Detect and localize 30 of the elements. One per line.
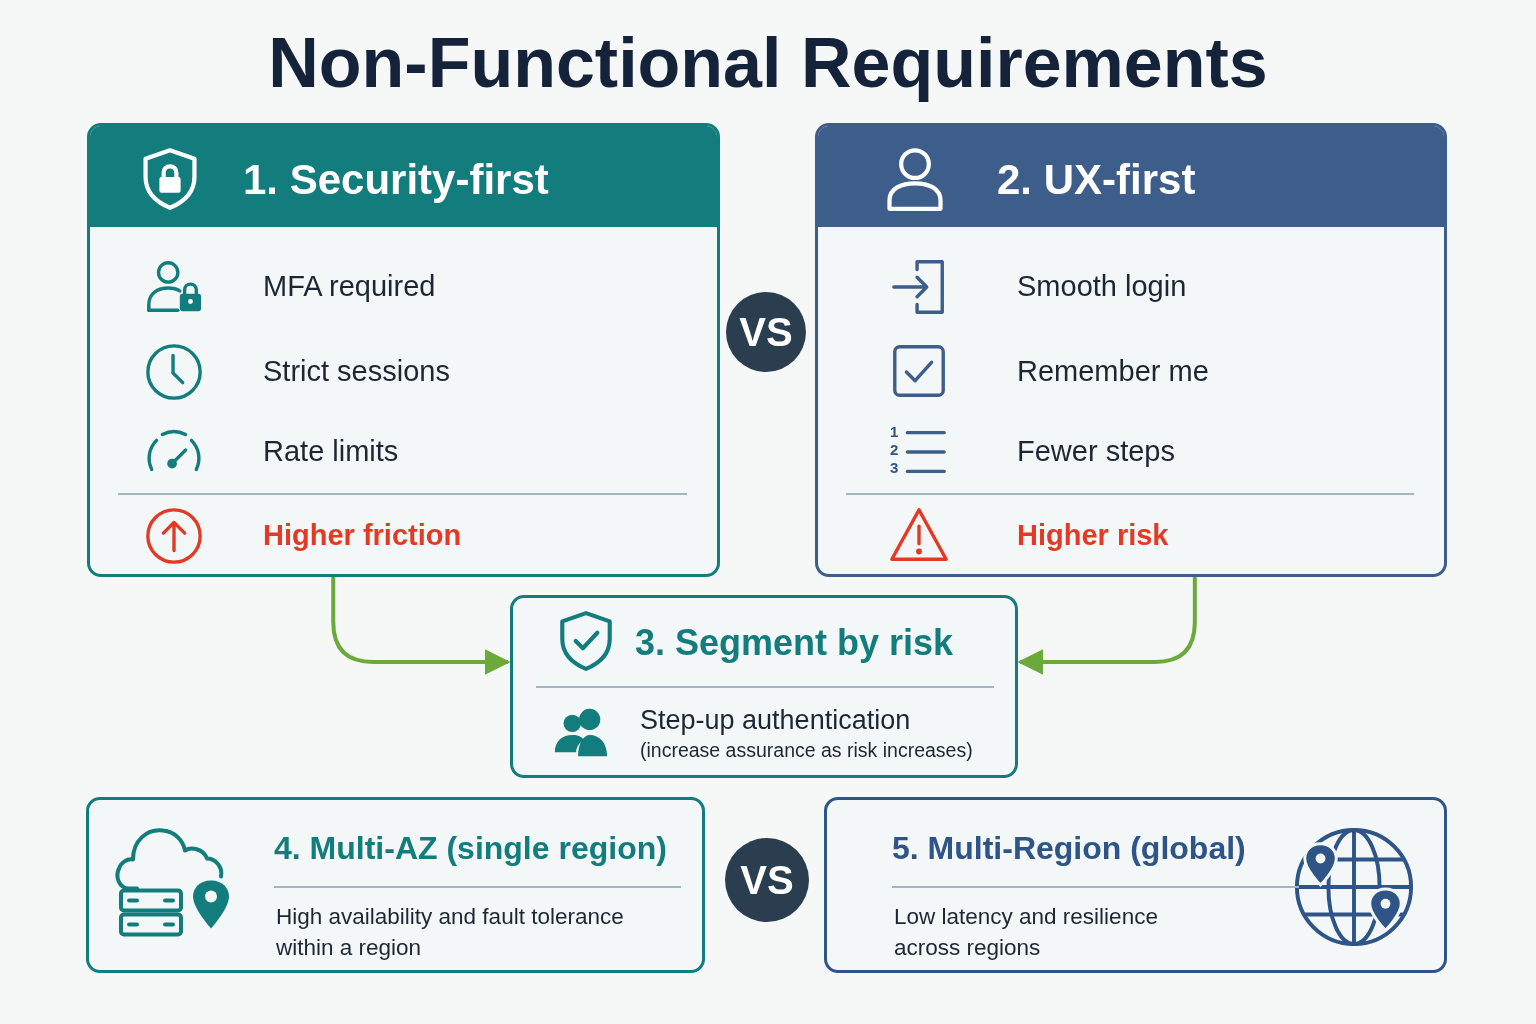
card [87,123,720,577]
description-text: Low latency and resilience across regions [894,903,1159,962]
item-text: Fewer steps [1017,435,1175,468]
card [510,595,1018,778]
arrow [331,577,511,675]
card [815,123,1447,577]
item-text: Smooth login [1017,270,1187,303]
item-text: Remember me [1017,355,1209,388]
description-text: High availability and fault tolerance within a region [276,903,625,962]
note-text: (increase assurance as risk increases) [640,739,973,762]
item-text: Strict sessions [263,355,450,388]
card-heading: 1. Security-first [243,156,549,204]
card-heading: 2. UX-first [997,156,1196,204]
list-number: 1 [890,423,899,440]
item-text: Step-up authentication [640,705,911,736]
card [86,797,705,973]
title: Non-Functional Requirements [267,23,1269,104]
arrow [1017,577,1197,675]
item-text: Rate limits [263,435,399,468]
card-heading: 3. Segment by risk [635,622,954,664]
vs-badge: VS [726,292,806,372]
card-heading: 4. Multi-AZ (single region) [274,830,667,867]
item-text: MFA required [263,270,436,303]
warning-text: Higher friction [263,519,462,552]
list-number: 3 [890,459,899,476]
vs-badge: VS [725,838,809,922]
list-number: 2 [890,441,899,458]
card [824,797,1447,973]
warning-text: Higher risk [1017,519,1169,552]
card-heading: 5. Multi-Region (global) [892,830,1246,867]
